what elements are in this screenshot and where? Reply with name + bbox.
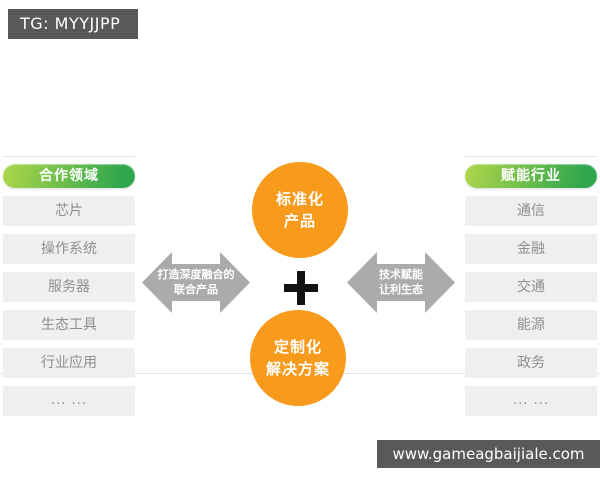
list-item: 通信 [465,196,597,226]
empowered-industries-column: 赋能行业 通信 金融 交通 能源 政务 ... ... [465,156,597,416]
list-item: 行业应用 [3,348,135,378]
circle-label-line1: 标准化 [275,189,324,208]
tg-watermark-text: TG: MYYJJPP [20,14,121,33]
list-item: 金融 [465,234,597,264]
list-item: 芯片 [3,196,135,226]
column-top-divider [465,156,597,157]
arrow-label-line1: 技术赋能 [379,268,423,282]
right-double-arrow: 技术赋能 让利生态 [347,252,455,313]
left-arrow-label: 打造深度融合的 联合产品 [142,252,250,313]
left-double-arrow: 打造深度融合的 联合产品 [142,252,250,313]
list-item-ellipsis: ... ... [3,386,135,416]
list-item: 服务器 [3,272,135,302]
arrow-label-line1: 打造深度融合的 [157,268,235,282]
double-arrow-icon [142,252,250,313]
list-item: 操作系统 [3,234,135,264]
circle-label-line2: 产品 [283,212,316,230]
arrow-label-line2: 让利生态 [379,282,423,296]
diagram-panel: 合作领域 芯片 操作系统 服务器 生态工具 行业应用 ... ... 赋能行业 … [0,55,600,416]
cooperation-areas-header: 合作领域 [3,164,135,188]
circle-label-line2: 解决方案 [265,360,330,378]
circle-label-line1: 定制化 [273,337,322,356]
tg-watermark-badge: TG: MYYJJPP [8,9,138,39]
website-watermark: www.gameagbaijiale.com [377,440,600,468]
list-item: 生态工具 [3,310,135,340]
standardized-products-circle: 标准化 产品 [252,162,348,258]
right-arrow-label: 技术赋能 让利生态 [347,252,455,313]
column-top-divider [3,156,135,157]
empowered-industries-header: 赋能行业 [465,164,597,188]
list-item: 政务 [465,348,597,378]
website-url-text: www.gameagbaijiale.com [392,445,585,463]
cooperation-areas-column: 合作领域 芯片 操作系统 服务器 生态工具 行业应用 ... ... [3,156,135,416]
arrow-label-line2: 联合产品 [174,282,218,296]
plus-icon [284,271,318,305]
list-item-ellipsis: ... ... [465,386,597,416]
list-item: 交通 [465,272,597,302]
double-arrow-icon [347,252,455,313]
plus-vertical-bar [297,271,305,305]
list-item: 能源 [465,310,597,340]
custom-solutions-circle: 定制化 解决方案 [250,310,346,406]
